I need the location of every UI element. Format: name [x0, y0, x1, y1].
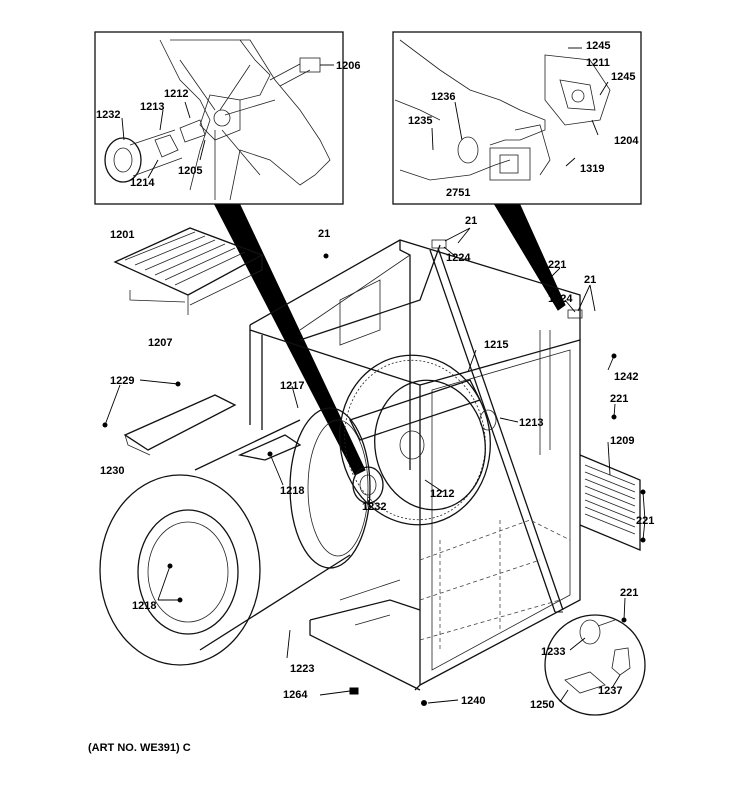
drum	[99, 394, 384, 666]
callout-1319: 1319	[580, 163, 604, 175]
callout-1240: 1240	[461, 695, 485, 707]
callout-1201: 1201	[110, 229, 134, 241]
callout-2751: 2751	[446, 187, 470, 199]
callout-221-top: 221	[548, 259, 566, 271]
callout-1215: 1215	[484, 339, 508, 351]
callout-1236: 1236	[431, 91, 455, 103]
callout-221-bottom: 221	[620, 587, 638, 599]
callout-221-right: 221	[636, 515, 654, 527]
callout-21-top: 21	[465, 215, 477, 227]
callout-1250: 1250	[530, 699, 554, 711]
art-number: (ART NO. WE391) C	[88, 742, 191, 754]
callout-1218-bottom: 1218	[132, 600, 156, 612]
callout-1223: 1223	[290, 663, 314, 675]
callout-1205: 1205	[178, 165, 202, 177]
screws	[102, 239, 646, 706]
callout-1245-mid: 1245	[611, 71, 635, 83]
callout-1212-main: 1212	[430, 488, 454, 500]
callout-1245-top: 1245	[586, 40, 610, 52]
callout-1233: 1233	[541, 646, 565, 658]
callout-1229: 1229	[110, 375, 134, 387]
leader-lines	[104, 47, 646, 704]
filter-rack	[113, 227, 264, 315]
callout-1212: 1212	[164, 88, 188, 100]
callout-1237: 1237	[598, 685, 622, 697]
door-switch-detail	[544, 611, 646, 716]
inset-left-drum-bearing	[94, 31, 344, 205]
callout-1214: 1214	[130, 177, 155, 189]
callout-labels: 1206 1212 1213 1232 1214 1205 1201 1245 …	[96, 40, 654, 711]
callout-1217: 1217	[280, 380, 304, 392]
callout-1230: 1230	[100, 465, 124, 477]
callout-1224-right: 1224	[548, 293, 573, 305]
callout-1207: 1207	[148, 337, 172, 349]
callout-21-right: 21	[584, 274, 596, 286]
callout-1204: 1204	[614, 135, 639, 147]
callout-1232: 1232	[96, 109, 120, 121]
callout-1206: 1206	[336, 60, 360, 72]
callout-1213: 1213	[140, 101, 164, 113]
callout-1211: 1211	[586, 57, 610, 69]
drum-ring-and-belt	[339, 354, 497, 526]
inset-right-thermostat	[392, 31, 642, 205]
callout-1235: 1235	[408, 115, 432, 127]
cabinet-frame	[249, 239, 581, 691]
callout-21-frame: 21	[318, 228, 330, 240]
callout-1264: 1264	[283, 689, 308, 701]
callout-1224-top: 1224	[446, 252, 471, 264]
callout-221-mid: 221	[610, 393, 628, 405]
callout-1218-top: 1218	[280, 485, 304, 497]
callout-1209: 1209	[610, 435, 634, 447]
callout-1232-main: 1232	[362, 501, 386, 513]
callout-1242: 1242	[614, 371, 638, 383]
callout-1213-main: 1213	[519, 417, 543, 429]
